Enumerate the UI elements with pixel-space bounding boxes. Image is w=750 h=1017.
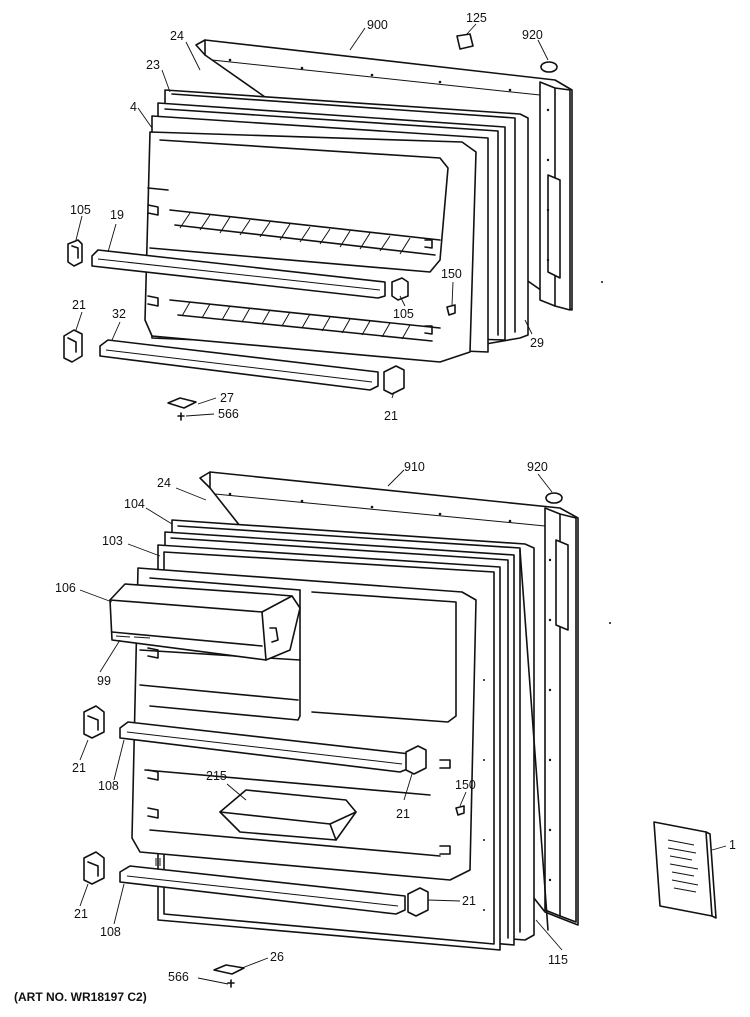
screw-part bbox=[446, 304, 456, 316]
callout-215: 215 bbox=[206, 769, 227, 783]
callout-23: 23 bbox=[146, 58, 160, 72]
fresh-food-shelf-bar-lower bbox=[119, 865, 406, 915]
callout-21-left-lower: 21 bbox=[74, 907, 88, 921]
callout-32: 32 bbox=[112, 307, 126, 321]
callout-125: 125 bbox=[466, 11, 487, 25]
side-strip bbox=[519, 549, 549, 931]
shelf-clip bbox=[67, 239, 83, 267]
owner-manual bbox=[653, 821, 717, 919]
callout-24: 24 bbox=[170, 29, 184, 43]
callout-24: 24 bbox=[157, 476, 171, 490]
shelf-clip bbox=[83, 705, 105, 739]
callout-150: 150 bbox=[441, 267, 462, 281]
shelf-clip bbox=[391, 277, 409, 301]
callout-910: 910 bbox=[404, 460, 425, 474]
callout-106: 106 bbox=[55, 581, 76, 595]
fresh-food-door-assembly: 910 920 24 104 103 106 99 21 108 215 150… bbox=[55, 460, 736, 988]
callout-104: 104 bbox=[124, 497, 145, 511]
callout-566: 566 bbox=[168, 970, 189, 984]
shelf-clip bbox=[63, 329, 83, 363]
callout-19: 19 bbox=[110, 208, 124, 222]
shelf-clip bbox=[407, 887, 429, 917]
screw-part bbox=[227, 979, 235, 988]
callout-21-right: 21 bbox=[384, 409, 398, 423]
callout-1: 1 bbox=[729, 838, 736, 852]
callout-105-right: 105 bbox=[393, 307, 414, 321]
callout-920: 920 bbox=[527, 460, 548, 474]
callout-21-right-upper: 21 bbox=[396, 807, 410, 821]
freezer-door-liner bbox=[144, 131, 477, 363]
dairy-compartment bbox=[109, 583, 301, 661]
button-part bbox=[540, 61, 558, 73]
hinge-part bbox=[167, 397, 197, 409]
callout-21-left-upper: 21 bbox=[72, 761, 86, 775]
button-part bbox=[545, 492, 563, 504]
callout-29: 29 bbox=[530, 336, 544, 350]
art-number: (ART NO. WR18197 C2) bbox=[14, 990, 147, 1004]
callout-920: 920 bbox=[522, 28, 543, 42]
callout-21-right-lower: 21 bbox=[462, 894, 476, 908]
callout-900: 900 bbox=[367, 18, 388, 32]
callout-99: 99 bbox=[97, 674, 111, 688]
callout-115: 115 bbox=[548, 953, 568, 967]
callout-566: 566 bbox=[218, 407, 239, 421]
callout-105-left: 105 bbox=[70, 203, 91, 217]
shelf-clip bbox=[383, 365, 405, 395]
callout-27: 27 bbox=[220, 391, 234, 405]
callout-103: 103 bbox=[102, 534, 123, 548]
callout-21-left: 21 bbox=[72, 298, 86, 312]
plug-part bbox=[456, 33, 474, 50]
callout-108-lower: 108 bbox=[100, 925, 121, 939]
shelf-clip bbox=[83, 851, 105, 885]
hinge-part bbox=[213, 964, 245, 975]
callout-108-upper: 108 bbox=[98, 779, 119, 793]
callout-4: 4 bbox=[130, 100, 137, 114]
callout-150: 150 bbox=[455, 778, 476, 792]
screw-part bbox=[177, 412, 185, 421]
screw-part bbox=[455, 805, 465, 816]
freezer-door-assembly: 900 125 920 24 23 4 105 19 150 105 29 21… bbox=[63, 11, 603, 423]
shelf-clip bbox=[405, 745, 427, 775]
callout-26: 26 bbox=[270, 950, 284, 964]
freezer-shelf-bar-lower bbox=[99, 339, 379, 391]
